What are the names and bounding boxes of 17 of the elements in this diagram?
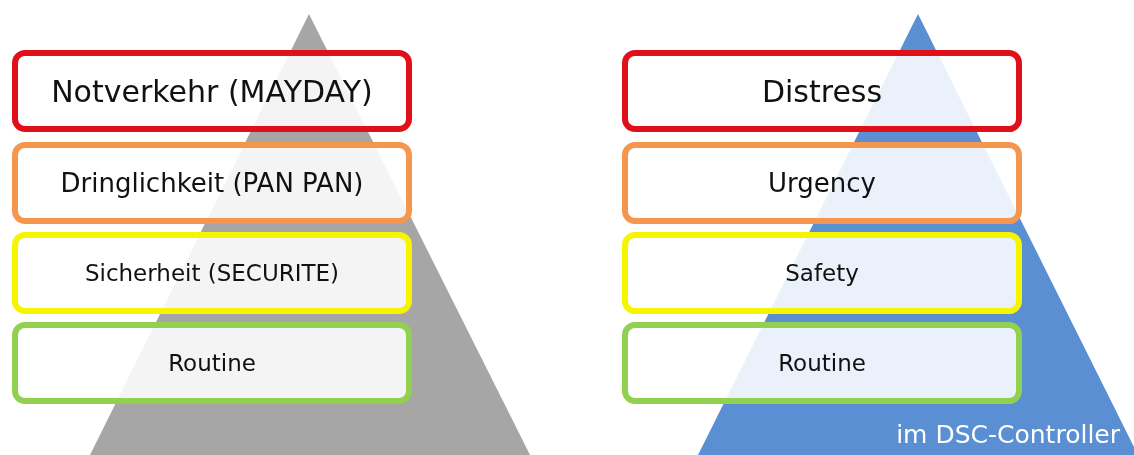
- level-box: [622, 232, 1022, 314]
- level-box: [622, 50, 1022, 132]
- level-label: Urgency: [768, 168, 876, 198]
- level-box: [12, 322, 412, 404]
- level-box: [12, 142, 412, 224]
- level-label: Routine: [168, 350, 256, 376]
- level-label: Routine: [778, 350, 866, 376]
- pyramid-caption: im DSC-Controller: [896, 420, 1120, 449]
- level-box: [12, 50, 412, 132]
- level-box: [622, 142, 1022, 224]
- level-label: Dringlichkeit (PAN PAN): [60, 168, 364, 198]
- level-label: Sicherheit (SECURITE): [84, 260, 340, 286]
- level-box: [12, 232, 412, 314]
- level-box: [622, 322, 1022, 404]
- level-label: Notverkehr (MAYDAY): [51, 73, 373, 109]
- level-label: Safety: [785, 260, 859, 286]
- level-label: Distress: [761, 73, 883, 109]
